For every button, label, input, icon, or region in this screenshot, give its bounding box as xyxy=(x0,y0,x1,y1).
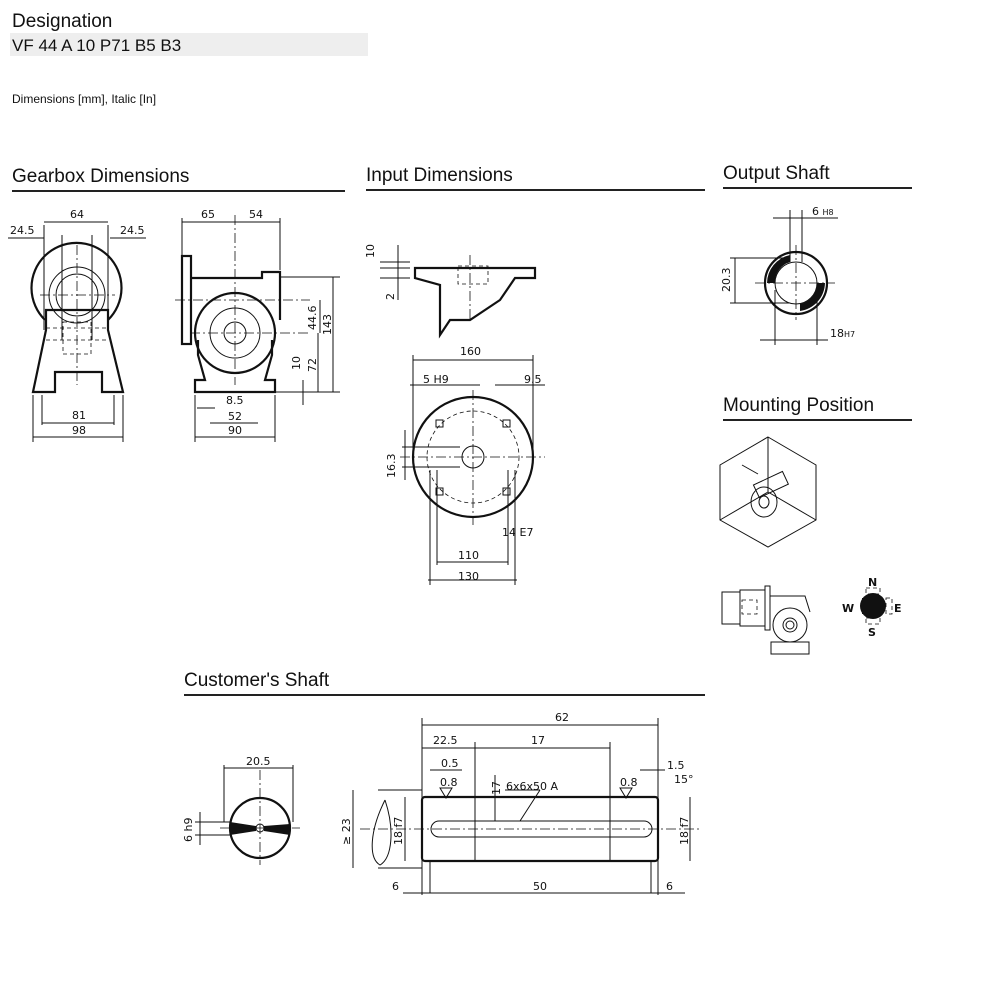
dim-52: 52 xyxy=(228,410,242,423)
dim-72: 72 xyxy=(306,358,319,372)
dim-6-tol: H8 xyxy=(823,208,834,217)
input-top-view: 10 2 xyxy=(364,244,537,339)
designation-title: Designation xyxy=(12,11,113,32)
dim-90: 90 xyxy=(228,424,242,437)
dim-14-e7: 14 E7 xyxy=(502,526,533,539)
dim-130: 130 xyxy=(458,570,479,583)
dim-18-f7-right: 18 f7 xyxy=(678,817,691,845)
dim-17-key-length: 17 xyxy=(531,734,545,747)
dim-110: 110 xyxy=(458,549,479,562)
dim-81: 81 xyxy=(72,409,86,422)
section-mounting-position: Mounting Position xyxy=(723,395,912,421)
customer-shaft-end-view: 20.5 6 h9 xyxy=(182,755,300,865)
section-input-dimensions: Input Dimensions xyxy=(366,165,705,191)
dim-6-right: 6 xyxy=(666,880,673,893)
compass-s: S xyxy=(868,626,876,639)
designation-value: VF 44 A 10 P71 B5 B3 xyxy=(10,33,368,56)
dim-6-value: 6 xyxy=(812,205,819,218)
dim-10: 10 xyxy=(290,356,303,370)
dim-spigot-2: 2 xyxy=(384,293,397,300)
dim-0-5: 0.5 xyxy=(441,757,459,770)
dim-flange-10: 10 xyxy=(364,244,377,258)
dim-8-5: 8.5 xyxy=(226,394,244,407)
units-note: Dimensions [mm], Italic [In] xyxy=(12,92,157,106)
dim-98: 98 xyxy=(72,424,86,437)
customer-shaft-side-view: 62 22.5 17 0.5 1.5 15° 0.8 0.8 6x6x50 A … xyxy=(340,711,700,895)
dim-min-23: ≥ 23 xyxy=(340,818,353,845)
dim-24-5-right: 24.5 xyxy=(120,224,145,237)
compass-icon: N S E W xyxy=(842,576,902,639)
dim-18: 18H7 xyxy=(830,327,855,340)
dim-20-3: 20.3 xyxy=(720,268,733,293)
dim-9-5: 9.5 xyxy=(524,373,542,386)
gearbox-front-view: 64 24.5 24.5 81 98 xyxy=(8,208,146,442)
section-gearbox-dimensions: Gearbox Dimensions xyxy=(12,166,345,192)
dim-1-5: 1.5 xyxy=(667,759,685,772)
roughness-right: 0.8 xyxy=(620,776,638,789)
dim-65: 65 xyxy=(201,208,215,221)
compass-n: N xyxy=(868,576,877,589)
dim-24-5-left: 24.5 xyxy=(10,224,35,237)
dim-6: 6 H8 xyxy=(812,205,834,218)
compass-w: W xyxy=(842,602,854,615)
dim-16-3: 16.3 xyxy=(385,454,398,479)
compass-e: E xyxy=(894,602,902,615)
gearbox-side-view: 65 54 44.6 143 72 10 8.5 52 90 xyxy=(175,208,340,442)
section-output-shaft: Output Shaft xyxy=(723,163,912,189)
dim-143: 143 xyxy=(321,314,334,335)
dim-50: 50 xyxy=(533,880,547,893)
dim-5-h9: 5 H9 xyxy=(423,373,449,386)
roughness-left: 0.8 xyxy=(440,776,458,789)
dim-18-tol: H7 xyxy=(844,330,855,339)
key-spec: 6x6x50 A xyxy=(506,780,559,793)
section-customers-shaft: Customer's Shaft xyxy=(184,670,705,696)
dim-44-6: 44.6 xyxy=(306,306,319,331)
dim-17-key-depth: 17 xyxy=(490,781,503,795)
dim-6-h9: 6 h9 xyxy=(182,818,195,842)
dim-18-value: 18 xyxy=(830,327,844,340)
mounting-b3-icon xyxy=(721,585,811,655)
dim-15-deg: 15° xyxy=(674,773,694,786)
output-shaft-view: 6 H8 20.3 18H7 xyxy=(720,205,855,345)
dim-6-left: 6 xyxy=(392,880,399,893)
dim-54: 54 xyxy=(249,208,263,221)
input-front-view: 160 5 H9 9.5 16.3 14 E7 110 130 xyxy=(385,345,545,585)
dim-22-5: 22.5 xyxy=(433,734,458,747)
mounting-cube-icon xyxy=(719,436,817,548)
dim-64: 64 xyxy=(70,208,84,221)
dim-20-5: 20.5 xyxy=(246,755,271,768)
dim-18-f7-left: 18 f7 xyxy=(392,817,405,845)
dim-160: 160 xyxy=(460,345,481,358)
dim-62: 62 xyxy=(555,711,569,724)
